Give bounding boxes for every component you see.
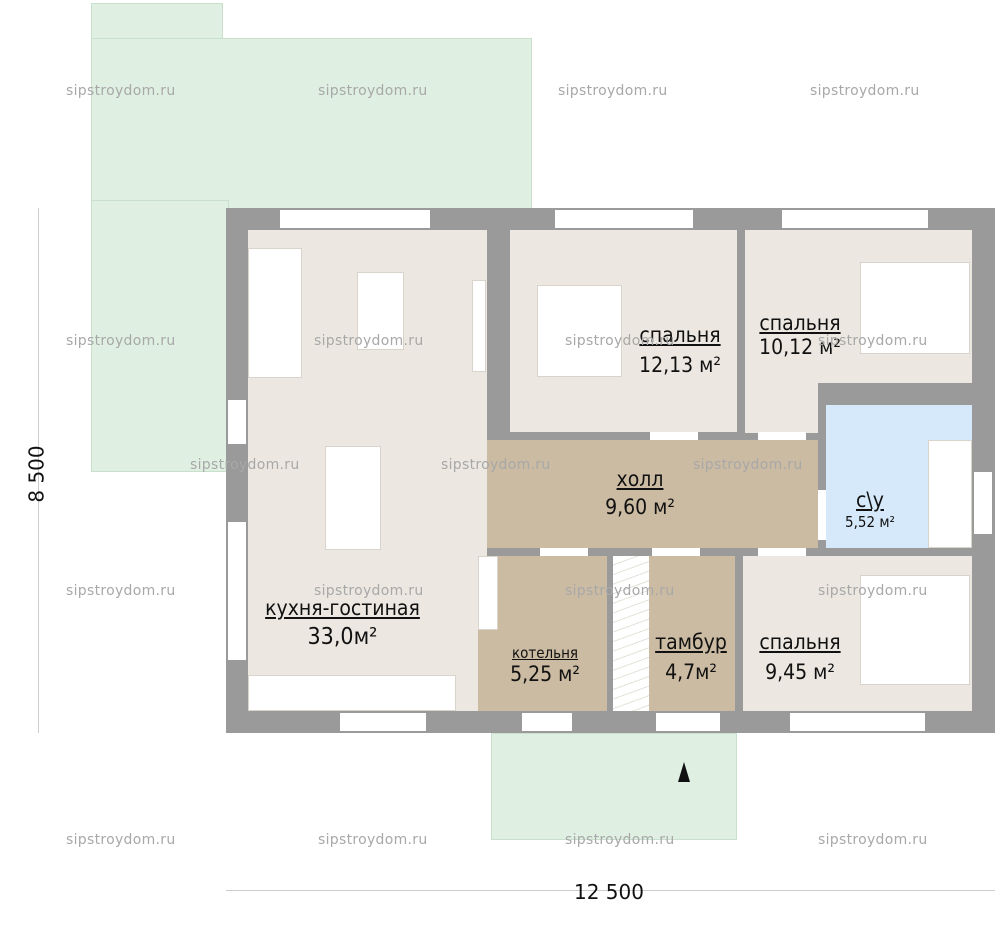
door[interactable] [818,490,826,540]
watermark: sipstroydom.ru [810,83,920,99]
width-dimension: 12 500 [574,880,644,904]
terrace-top-wide [91,38,532,212]
room-area: 9,60 м² [605,495,675,520]
room-name: спальня [759,311,841,335]
watermark: sipstroydom.ru [818,583,928,599]
room-name: спальня [759,630,841,654]
watermark: sipstroydom.ru [190,457,300,473]
watermark: sipstroydom.ru [565,832,675,848]
room-area: 4,7м² [665,660,717,685]
watermark: sipstroydom.ru [693,457,803,473]
bed [860,575,970,685]
window [228,522,246,660]
room-boiler [478,556,607,711]
watermark: sipstroydom.ru [66,832,176,848]
boiler [478,556,498,630]
room-bedroom-2-ext [745,383,818,433]
room-area: 5,52 м² [845,513,895,532]
corridor-stripes [613,556,649,711]
terrace-left [91,200,229,472]
room-name: тамбур [655,630,727,654]
kitchen-counter [248,675,456,711]
window [228,400,246,444]
watermark: sipstroydom.ru [66,83,176,99]
window [522,713,572,731]
window [555,210,693,228]
window [790,713,925,731]
entrance-door[interactable] [656,713,720,731]
room-area: 9,45 м² [765,660,835,685]
watermark: sipstroydom.ru [818,832,928,848]
watermark: sipstroydom.ru [314,333,424,349]
watermark: sipstroydom.ru [66,333,176,349]
room-label-hall: холл 9,60 м² [580,467,700,519]
window [340,713,426,731]
dining-table [325,446,381,550]
bed [860,262,970,354]
room-name: кухня-гостиная [265,596,420,620]
door[interactable] [652,548,700,556]
window [280,210,430,228]
watermark: sipstroydom.ru [818,333,928,349]
room-name: с\у [856,488,884,512]
watermark: sipstroydom.ru [66,583,176,599]
door[interactable] [540,548,588,556]
room-name: спальня [639,323,721,347]
bathtub [928,440,972,548]
door[interactable] [650,432,698,440]
room-area: 33,0м² [307,624,378,651]
door[interactable] [758,548,806,556]
room-area: 12,13 м² [639,353,721,378]
room-area: 5,25 м² [510,662,580,687]
room-area: 10,12 м² [759,335,841,360]
room-label-bedroom-3: спальня 9,45 м² [742,630,858,684]
room-name: холл [616,467,664,491]
terrace-entrance [491,733,737,840]
door[interactable] [758,432,806,440]
watermark: sipstroydom.ru [318,832,428,848]
watermark: sipstroydom.ru [318,83,428,99]
window [782,210,928,228]
sofa [248,248,302,378]
dimension-line-vertical [38,208,39,733]
room-label-vestibule: тамбур 4,7м² [645,630,737,684]
coffee-table [357,272,404,350]
room-vestibule [649,556,735,711]
room-label-bedroom-1: спальня 12,13 м² [620,323,740,377]
watermark: sipstroydom.ru [565,583,675,599]
entrance-arrow-icon [678,762,690,782]
watermark: sipstroydom.ru [441,457,551,473]
tv-stand [472,280,486,372]
room-name: котельня [511,644,579,662]
dimension-line-horizontal [226,890,995,891]
watermark: sipstroydom.ru [314,583,424,599]
room-hall [487,440,818,548]
watermark: sipstroydom.ru [565,333,675,349]
bed [537,285,622,377]
room-label-kitchen-living: кухня-гостиная 33,0м² [255,596,430,651]
height-dimension: 8 500 [24,445,49,503]
watermark: sipstroydom.ru [558,83,668,99]
window [974,472,992,534]
